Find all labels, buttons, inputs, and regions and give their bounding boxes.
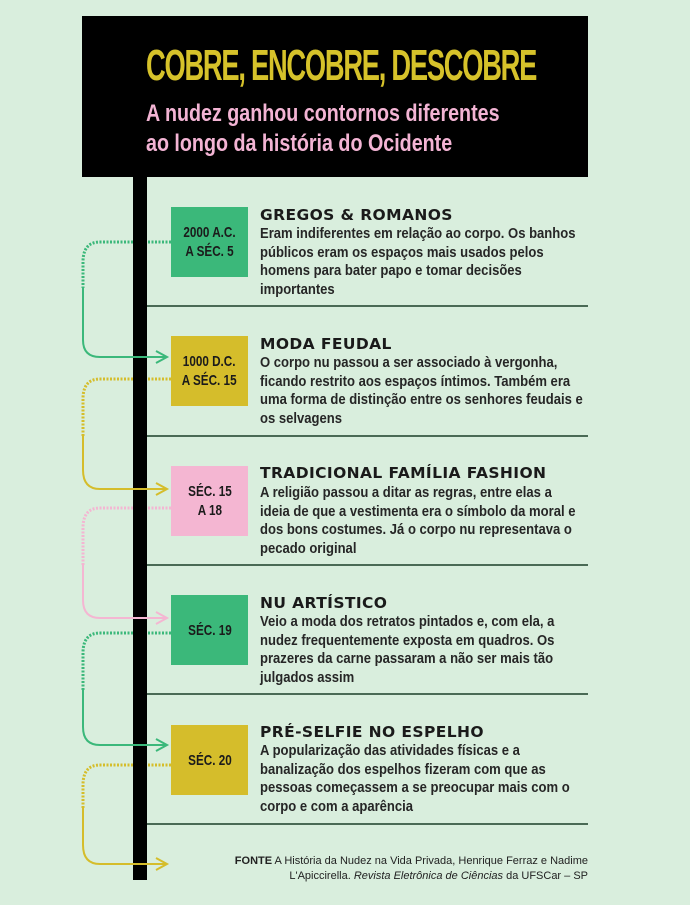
subtitle-line-2: ao longo da história do Ocidente xyxy=(146,130,453,157)
connector-arrow-icon xyxy=(81,240,171,364)
date-box-tradicional-familia: SÉC. 15 A 18 xyxy=(171,466,248,536)
timeline-axis xyxy=(133,177,147,880)
date-label: 1000 D.C. A SÉC. 15 xyxy=(182,353,237,389)
connector-arrow-icon xyxy=(81,763,171,871)
separator xyxy=(147,564,588,566)
source-journal: Revista Eletrônica de Ciências xyxy=(353,870,504,882)
entry-text-gregos-romanos: Eram indiferentes em relação ao corpo. O… xyxy=(260,226,576,298)
page-subtitle: A nudez ganhou contornos diferentes ao l… xyxy=(146,99,500,159)
entry-title-nu-artistico: NU ARTÍSTICO xyxy=(260,594,388,612)
date-label: 2000 A.C. A SÉC. 5 xyxy=(183,224,236,260)
page-title: COBRE, ENCOBRE, DESCOBRE xyxy=(146,41,537,90)
date-box-gregos-romanos: 2000 A.C. A SÉC. 5 xyxy=(171,207,248,277)
entry-text-tradicional-familia: A religião passou a ditar as regras, ent… xyxy=(260,485,576,557)
entry-text-moda-feudal: O corpo nu passou a ser associado à verg… xyxy=(260,355,583,427)
entry-text-pre-selfie: A popularização das atividades físicas e… xyxy=(260,743,570,815)
date-label: SÉC. 15 A 18 xyxy=(187,483,232,519)
subtitle-line-1: A nudez ganhou contornos diferentes xyxy=(146,100,500,127)
date-label: SÉC. 19 xyxy=(187,621,232,639)
source-label: FONTE xyxy=(234,855,273,867)
separator xyxy=(147,823,588,825)
date-box-pre-selfie: SÉC. 20 xyxy=(171,725,248,795)
entry-title-pre-selfie: PRÉ-SELFIE NO ESPELHO xyxy=(260,723,484,741)
header-banner: COBRE, ENCOBRE, DESCOBRE A nudez ganhou … xyxy=(82,16,588,177)
connector-arrow-icon xyxy=(81,506,171,625)
separator xyxy=(147,435,588,437)
separator xyxy=(147,693,588,695)
connector-arrow-icon xyxy=(81,631,171,752)
date-box-moda-feudal: 1000 D.C. A SÉC. 15 xyxy=(171,336,248,406)
date-label: SÉC. 20 xyxy=(187,751,232,769)
source-text-1: A História da Nudez na Vida Privada, Hen… xyxy=(274,855,588,882)
entry-title-moda-feudal: MODA FEUDAL xyxy=(260,335,392,353)
source-text-2: da UFSCar – SP xyxy=(506,870,588,882)
source-credit: FONTE A História da Nudez na Vida Privad… xyxy=(220,854,588,884)
entry-text-nu-artistico: Veio a moda dos retratos pintados e, com… xyxy=(260,614,555,686)
entry-title-tradicional-familia: TRADICIONAL FAMÍLIA FASHION xyxy=(260,464,547,482)
connector-arrow-icon xyxy=(81,377,171,496)
entry-title-gregos-romanos: GREGOS & ROMANOS xyxy=(260,206,453,224)
separator xyxy=(147,305,588,307)
date-box-nu-artistico: SÉC. 19 xyxy=(171,595,248,665)
